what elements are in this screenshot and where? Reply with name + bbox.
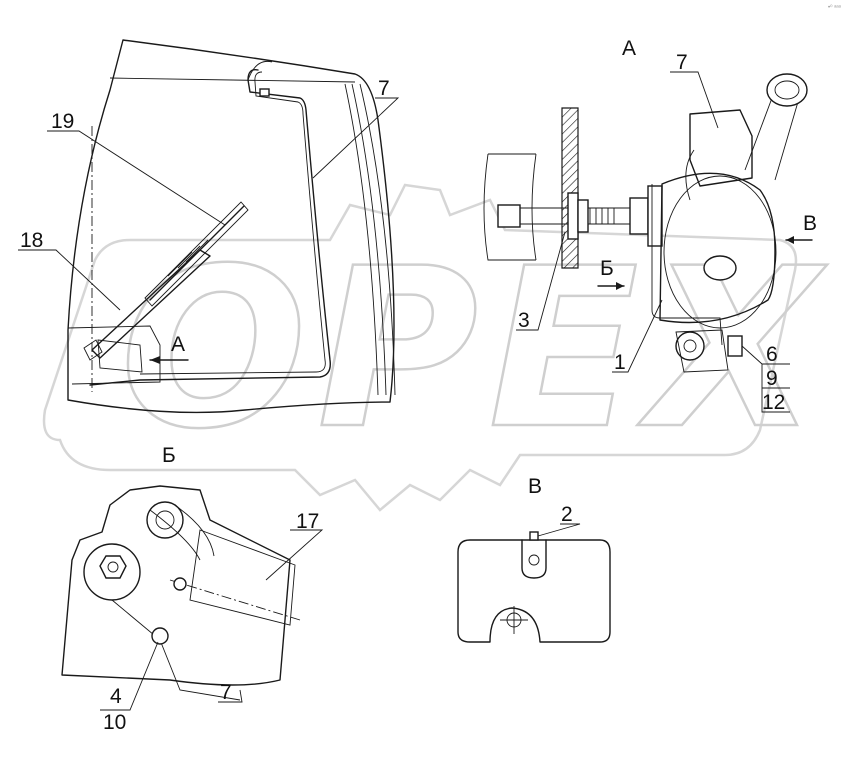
arrowhead-a-main — [150, 356, 160, 364]
cab-lower-sill — [67, 325, 161, 385]
washer-hose-inner — [139, 71, 326, 375]
view-v-mounting-plate — [457, 523, 611, 643]
corner-mark: •⁰ ᵃᵃᵃ — [828, 4, 842, 11]
callout-9: 9 — [766, 367, 778, 390]
callout-7-main: 7 — [378, 77, 390, 100]
callout-18: 18 — [20, 229, 43, 252]
callout-2: 2 — [561, 503, 573, 526]
leader-2 — [537, 523, 581, 537]
label-view-a-arrow-b: Б — [600, 257, 614, 280]
leader-17 — [265, 529, 324, 581]
label-view-a-arrow-v: В — [803, 212, 817, 235]
shaft-threads — [589, 208, 615, 224]
callout-12: 12 — [762, 391, 785, 414]
arrowhead-v — [786, 236, 794, 244]
cab-frame-right-3 — [359, 83, 396, 396]
reservoir-cap-inner — [774, 80, 800, 100]
cab-top-edge — [109, 77, 356, 83]
small-bolt — [173, 577, 187, 591]
label-view-v-title: В — [528, 475, 542, 498]
mount-plate — [675, 329, 729, 373]
callout-3: 3 — [518, 309, 530, 332]
pin-2 — [529, 531, 539, 541]
slot-hole — [528, 554, 540, 566]
bushing — [577, 199, 589, 233]
motor-centerline — [169, 579, 301, 621]
flange — [647, 185, 663, 247]
wiper-arm — [91, 249, 211, 359]
motor-cover — [663, 175, 777, 329]
cab-outline — [67, 39, 395, 414]
mount-bolt-head — [675, 331, 705, 361]
wiper-blade — [149, 205, 245, 301]
wiper-blade-frame — [144, 201, 249, 307]
leader-7-main — [312, 97, 400, 179]
washer — [567, 192, 579, 240]
shaft-nut — [497, 204, 521, 228]
hose-bend-top — [247, 60, 273, 81]
view-b-linkage-detail — [61, 485, 324, 711]
label-view-b-main: Б — [162, 444, 176, 467]
main-view-cab-window — [18, 39, 400, 414]
motor-shaft-end — [703, 255, 737, 281]
reservoir-cap — [766, 73, 808, 107]
view-a-motor-assembly — [483, 71, 813, 413]
plate-slot — [521, 539, 547, 579]
plate-outline — [457, 539, 611, 643]
wiper-mount-housing — [97, 339, 143, 373]
arrowhead-b-a — [616, 282, 624, 290]
leader-18 — [18, 249, 121, 311]
pivot-nut — [99, 555, 127, 579]
linkage-rod — [111, 599, 241, 701]
leader-19 — [47, 130, 226, 226]
cab-frame-right-1 — [344, 83, 379, 396]
leader-1 — [612, 299, 663, 373]
callout-6: 6 — [766, 343, 778, 366]
callout-17: 17 — [296, 510, 319, 533]
coupling-nut — [629, 197, 649, 235]
crank-lever — [149, 505, 215, 561]
rod-joint — [151, 627, 169, 645]
crank-hub-inner — [155, 510, 175, 530]
reservoir — [689, 109, 753, 187]
panel-hatched-wall — [561, 107, 579, 269]
label-view-a-title: A — [622, 37, 636, 60]
hose-clip — [259, 88, 270, 97]
leader-3 — [516, 231, 566, 331]
leader-7-b — [218, 689, 243, 703]
callout-7-a: 7 — [676, 51, 688, 74]
watermark-gear-outline — [42, 183, 798, 512]
mount-bolt-inner — [683, 339, 697, 353]
bracket-outline — [61, 485, 291, 686]
cab-frame-right-2 — [351, 83, 387, 396]
wiper-blade-detail — [167, 239, 209, 277]
leader-6-9-12 — [741, 345, 790, 413]
label-view-arrow-a: A — [171, 333, 185, 356]
callout-10: 10 — [103, 711, 126, 734]
motor-housing-17 — [189, 529, 296, 626]
cab-panel-section — [483, 153, 537, 261]
callout-19: 19 — [51, 110, 74, 133]
callout-1: 1 — [614, 351, 626, 374]
leader-7-a — [670, 71, 719, 129]
callout-4: 4 — [110, 685, 122, 708]
mount-nut — [727, 335, 743, 357]
pivot-nut-bore — [107, 561, 119, 573]
leader-4-10 — [100, 641, 159, 711]
callout-7-b: 7 — [220, 681, 232, 704]
